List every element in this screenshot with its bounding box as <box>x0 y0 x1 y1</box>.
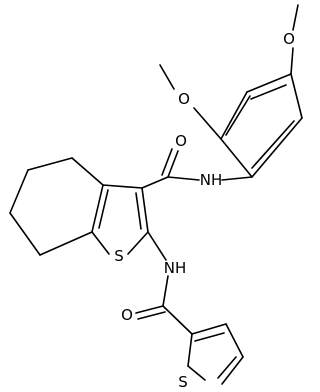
atom-label-methoxy-left: O <box>178 90 190 108</box>
bond <box>251 117 303 178</box>
bond <box>225 95 251 136</box>
bond <box>135 305 164 314</box>
bond <box>9 169 29 214</box>
bond <box>167 176 200 181</box>
bond <box>194 332 225 342</box>
bond <box>225 323 244 358</box>
bond <box>162 275 169 307</box>
bond <box>290 73 303 119</box>
bond <box>220 91 248 140</box>
atom-label-amide-nh-2: NH <box>164 259 187 277</box>
bond <box>250 84 287 100</box>
atom-label-thiophene-s-core: S <box>114 247 124 265</box>
atom-label-carbonyl-amide-1: O <box>175 132 187 150</box>
bond <box>91 231 110 255</box>
bond <box>290 47 294 75</box>
atom-label-methoxy-top-right: O <box>283 30 295 48</box>
bond <box>27 157 73 171</box>
bond <box>147 231 167 261</box>
bond <box>191 323 227 335</box>
bond <box>102 184 143 189</box>
bond <box>137 311 166 320</box>
bond <box>91 184 104 233</box>
atom-labels: O O O NH S NH O S <box>114 30 295 391</box>
bond-lines <box>9 4 303 385</box>
bond <box>141 187 149 233</box>
bond <box>98 189 109 229</box>
bond <box>193 107 222 140</box>
bond <box>135 192 142 230</box>
atom-label-amide-nh-1: NH <box>200 171 223 189</box>
bond <box>187 365 206 381</box>
bond <box>159 64 175 90</box>
bond <box>251 120 295 169</box>
bond <box>246 73 292 93</box>
bond <box>217 356 237 379</box>
chemical-structure-diagram: O O O NH S NH O S <box>9 4 303 391</box>
bond <box>141 176 169 189</box>
bond <box>221 356 244 385</box>
bond <box>39 231 93 256</box>
bond <box>162 305 193 335</box>
bond <box>221 176 253 181</box>
atom-label-carbonyl-amide-2: O <box>121 306 133 324</box>
bond <box>71 157 104 186</box>
bond <box>167 150 179 178</box>
atom-label-thiophene-s-terminal: S <box>178 373 188 391</box>
bond <box>127 231 149 255</box>
bond <box>161 148 173 176</box>
bond <box>9 212 41 256</box>
bond <box>187 333 193 367</box>
bond <box>292 4 299 31</box>
bond <box>220 138 253 178</box>
